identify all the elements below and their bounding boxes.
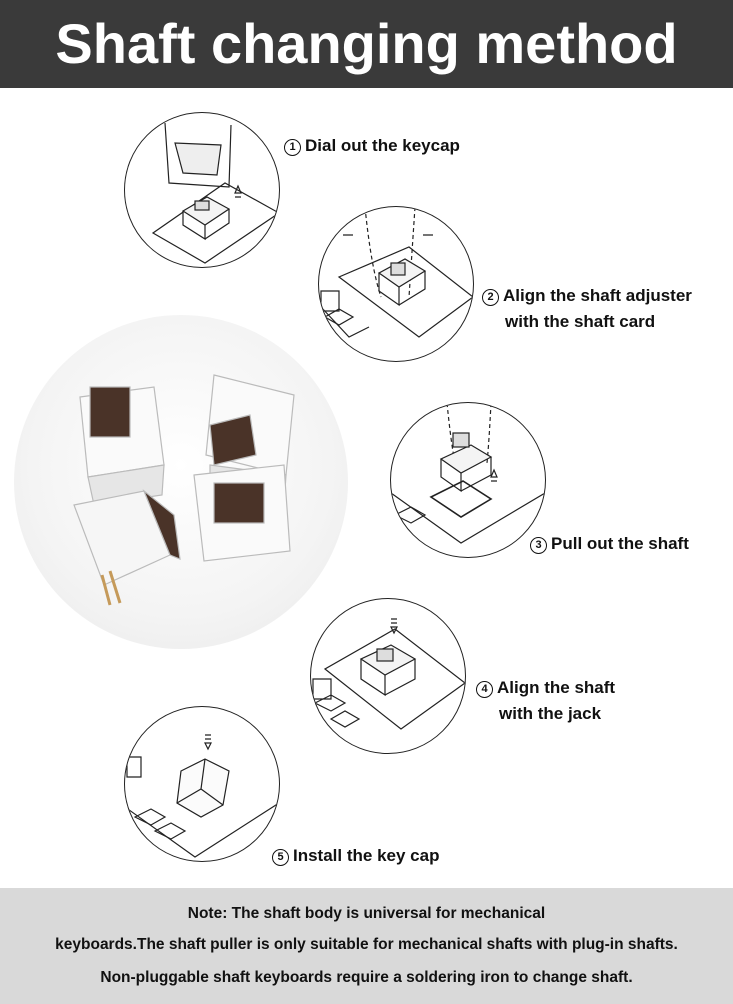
step-5-illustration xyxy=(124,706,280,862)
note-line-2: keyboards.The shaft puller is only suita… xyxy=(55,936,678,953)
step-4-illustration xyxy=(310,598,466,754)
step-2-text-line1: Align the shaft adjuster xyxy=(503,286,692,305)
title-banner: Shaft changing method xyxy=(0,0,733,88)
step-5-text: Install the key cap xyxy=(293,846,440,865)
note-panel: Note: The shaft body is universal for me… xyxy=(0,888,733,1004)
note-line-3: Non-pluggable shaft keyboards require a … xyxy=(100,969,633,986)
step-4-text-line2: with the jack xyxy=(499,704,602,723)
step-1-illustration xyxy=(124,112,280,268)
page-title: Shaft changing method xyxy=(55,12,678,75)
step-2-illustration xyxy=(318,206,474,362)
product-photo-switches xyxy=(14,315,348,649)
step-5-number: 5 xyxy=(272,849,289,866)
step-3-number: 3 xyxy=(530,537,547,554)
step-2-text-line2: with the shaft card xyxy=(505,312,656,331)
step-2-number: 2 xyxy=(482,289,499,306)
note-line-1: Note: The shaft body is universal for me… xyxy=(187,905,546,922)
step-3-illustration xyxy=(390,402,546,558)
step-3-text: Pull out the shaft xyxy=(551,534,689,553)
step-1-text: Dial out the keycap xyxy=(305,136,460,155)
step-4-text-line1: Align the shaft xyxy=(497,678,616,697)
step-4-number: 4 xyxy=(476,681,493,698)
step-1-number: 1 xyxy=(284,139,301,156)
